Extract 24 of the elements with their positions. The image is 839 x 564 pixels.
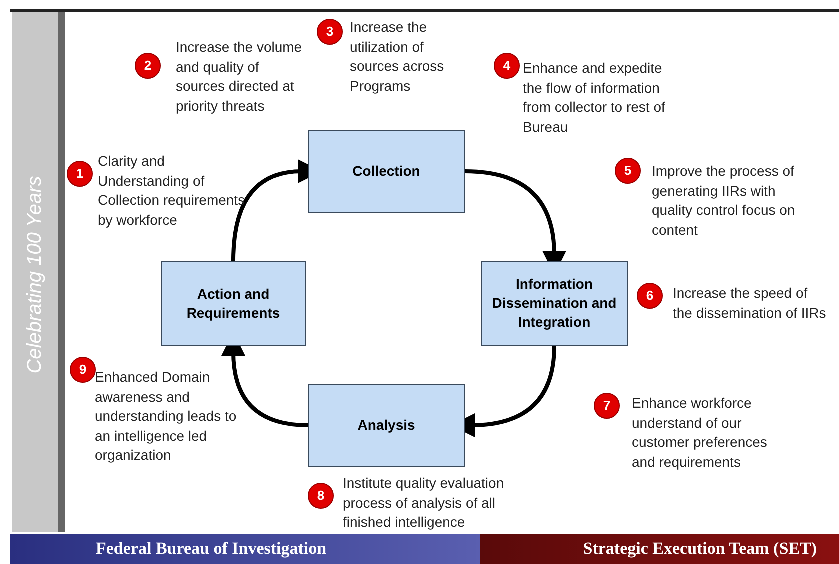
- process-box: Information Dissemination and Integration: [481, 261, 628, 346]
- callout-number: 8: [308, 483, 334, 509]
- callout-text: Institute quality evaluation process of analysis of all finished intelligence: [343, 474, 506, 532]
- callout-number: 5: [615, 158, 641, 184]
- callout-text: Improve the process of generating IIRs with quality control focus on content: [652, 162, 796, 240]
- callout-text: Increase the speed of the dissemination of IIRs: [673, 284, 828, 322]
- process-box: Action and Requirements: [161, 261, 306, 346]
- callout-text: Enhance workforce understand of our customer preferences and requirements: [632, 394, 768, 472]
- process-box: Collection: [308, 130, 465, 213]
- callout-text: Increase the utilization of sources across Programs: [350, 18, 446, 96]
- callout-number: 2: [135, 53, 161, 79]
- process-box: Analysis: [308, 384, 465, 467]
- callout-number: 7: [594, 393, 620, 419]
- callout-text: Enhance and expedite the flow of information from collector to rest of Bureau: [523, 59, 666, 136]
- callout-text: Enhanced Domain awareness and understanding leads to an intelligence led organization: [95, 368, 238, 465]
- callout-number: 9: [70, 357, 96, 383]
- callout-number: 3: [317, 19, 343, 45]
- callout-number: 6: [637, 283, 663, 309]
- callout-text: Clarity and Understanding of Collection requirements by workforce: [98, 152, 246, 230]
- footer-text: Federal Bureau of Investigation: [96, 538, 327, 560]
- callout-number: 1: [67, 161, 93, 187]
- footer-text: Strategic Execution Team (SET): [583, 538, 817, 560]
- callout-text: Increase the volume and quality of sources directed at priority threats: [176, 38, 304, 116]
- callout-number: 4: [494, 53, 520, 79]
